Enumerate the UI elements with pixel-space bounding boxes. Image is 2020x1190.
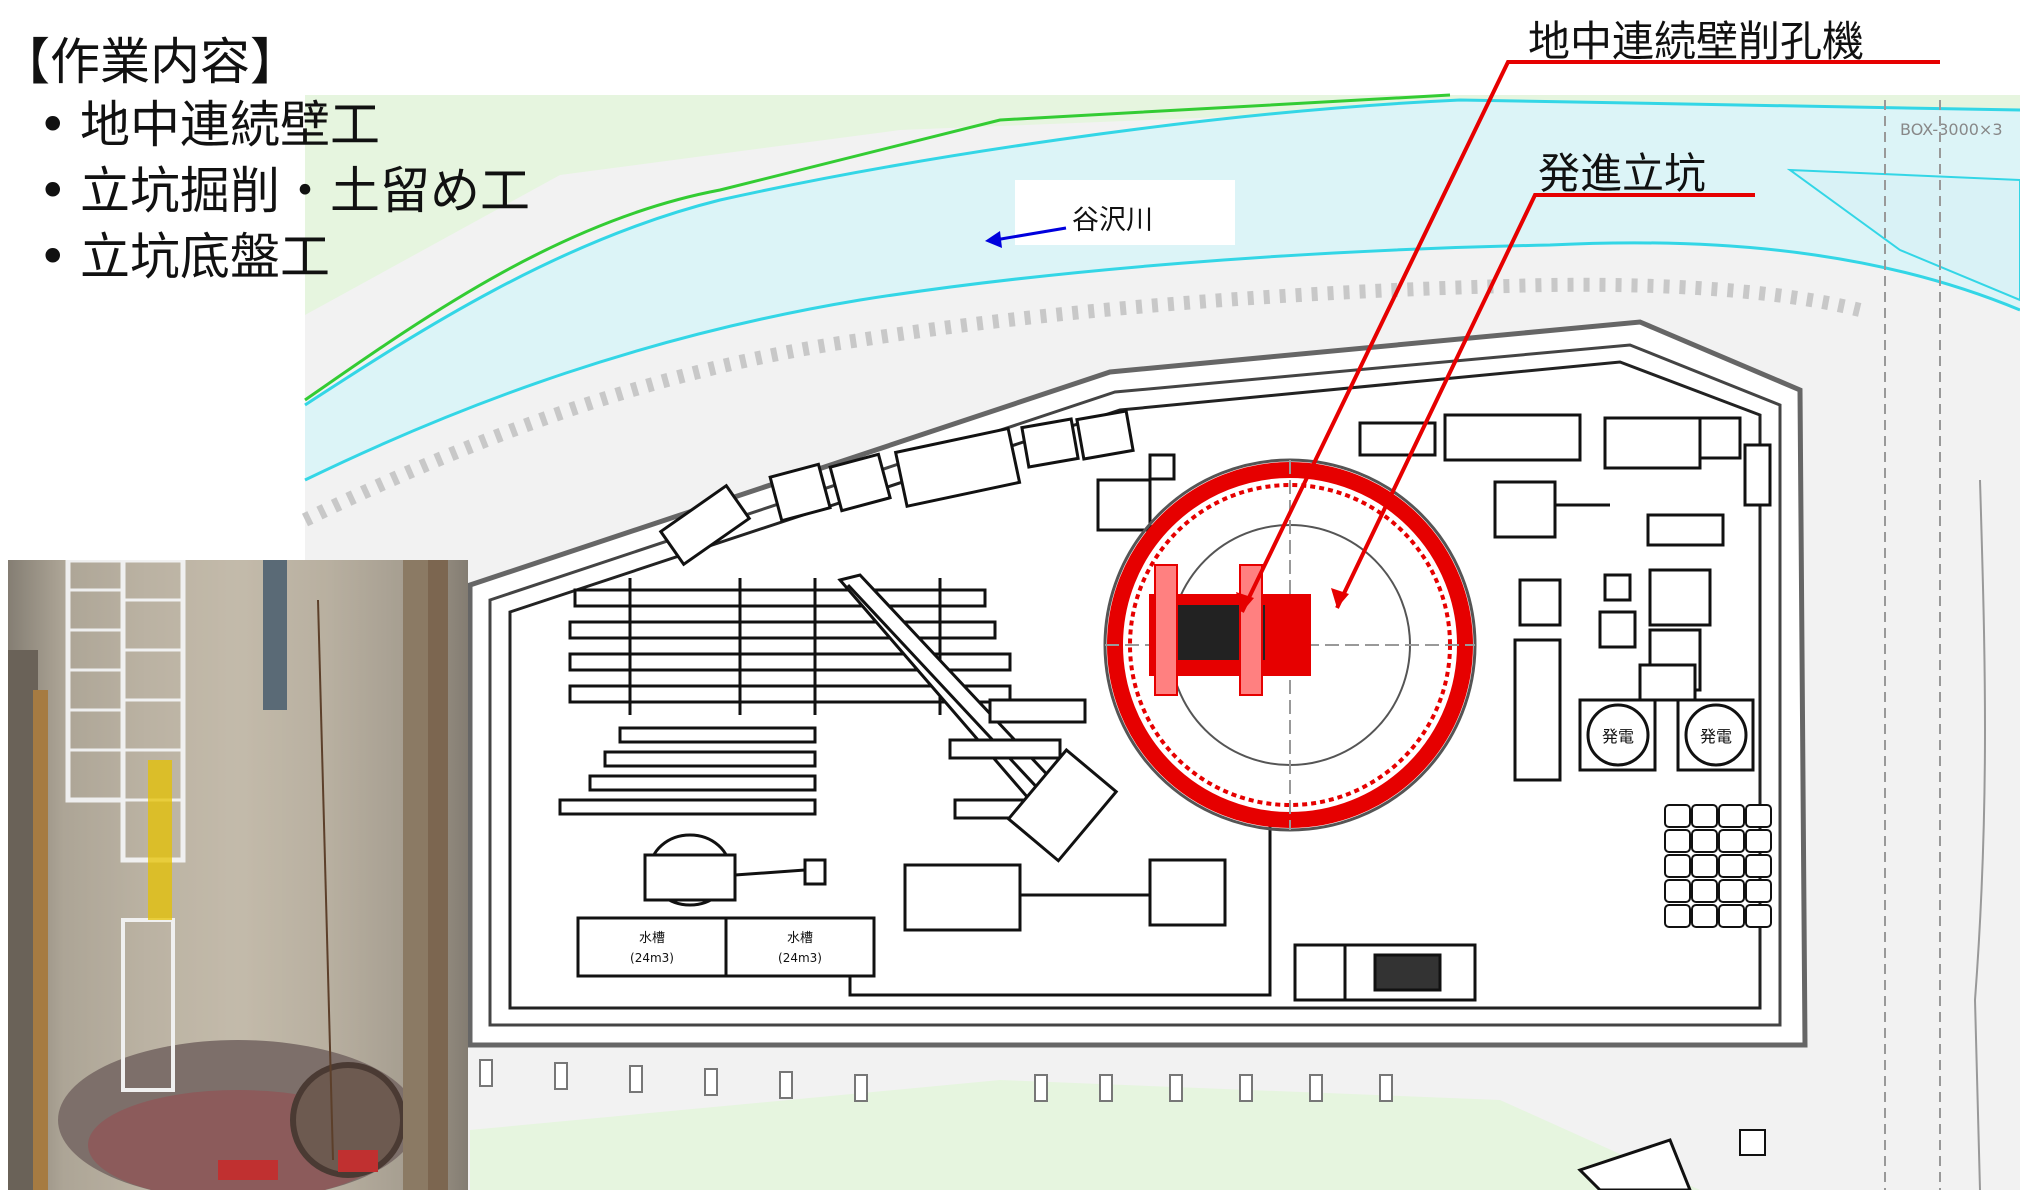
river-bank-hatch xyxy=(301,277,1862,527)
water-tank-1-label: 水槽 xyxy=(639,931,665,946)
culvert-label: BOX-3000×3 xyxy=(1900,120,2003,139)
grass-area-east xyxy=(1786,168,2020,302)
bullet-icon: • xyxy=(38,162,68,220)
storage-boxes xyxy=(658,409,1176,567)
water-tanks xyxy=(576,916,876,978)
marker-box xyxy=(1739,1129,1766,1156)
bullet-icon: • xyxy=(38,96,68,154)
work-item: •地中連続壁工 xyxy=(38,92,530,158)
shaft-interior-photo xyxy=(8,560,468,1190)
right-edge-line xyxy=(1973,479,1986,1190)
work-item-text: 立坑掘削・土留め工 xyxy=(80,162,530,220)
river-edge-north xyxy=(304,98,2020,407)
trailer-truck xyxy=(903,858,1227,932)
river-flow-arrow xyxy=(994,226,1067,242)
generator-2-label: 発電 xyxy=(1700,727,1732,746)
diaphragm-wall-machine xyxy=(1149,564,1311,696)
work-item-text: 立坑底盤工 xyxy=(80,228,330,286)
work-item: •立坑掘削・土留め工 xyxy=(38,158,530,224)
callout-arrowhead-icon xyxy=(1236,592,1254,612)
callout-machine-label: 地中連続壁削孔機 xyxy=(1528,17,1865,66)
generator-1-label: 発電 xyxy=(1602,727,1634,746)
work-content-title: 【作業内容】 xyxy=(0,33,300,91)
work-content-list: •地中連続壁工 •立坑掘削・土留め工 •立坑底盤工 xyxy=(38,92,530,290)
work-item: •立坑底盤工 xyxy=(38,224,530,290)
excavator xyxy=(643,833,827,907)
grass-area-south xyxy=(470,1080,1700,1190)
water-tank-2-capacity: (24m3) xyxy=(778,951,822,965)
river-label-box xyxy=(1015,180,1235,245)
fence-posts xyxy=(479,1059,1393,1102)
shaft-photo-drawing xyxy=(8,560,468,1190)
right-side-equipment xyxy=(1358,413,1772,782)
river-edge-south xyxy=(304,241,2020,482)
grass-area-north xyxy=(305,95,2020,315)
green-bank-line xyxy=(304,93,1451,402)
work-item-text: 地中連続壁工 xyxy=(80,96,380,154)
water-tank-2-label: 水槽 xyxy=(787,931,813,946)
water-tank-1-capacity: (24m3) xyxy=(630,951,674,965)
pipe-line xyxy=(848,815,1272,997)
river-name-label: 谷沢川 xyxy=(1072,205,1153,236)
generators xyxy=(1578,698,1755,772)
corner-structure xyxy=(1577,1138,1692,1190)
bullet-icon: • xyxy=(38,228,68,286)
site-inner-boundary xyxy=(488,343,1782,1027)
crawler-crane xyxy=(837,573,1119,863)
separator-units xyxy=(1664,804,1772,928)
bottom-unit xyxy=(1293,943,1477,1002)
callout-shaft-label: 発進立坑 xyxy=(1538,149,1707,198)
callout-line-shaft xyxy=(1335,193,1755,609)
callout-line-machine xyxy=(1240,60,1940,613)
arrow-head-icon xyxy=(985,231,1002,248)
callout-arrowhead-icon xyxy=(1331,588,1349,608)
